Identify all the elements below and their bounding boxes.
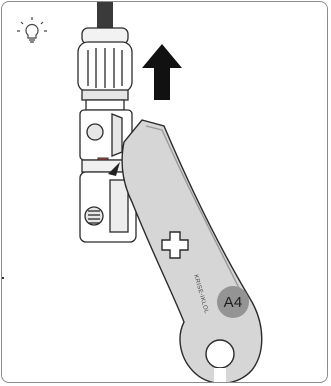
unlocking-tool: [122, 120, 262, 383]
connector-nut: [78, 28, 132, 100]
arrow-up-icon: [142, 44, 182, 100]
lightbulb-icon: [17, 17, 47, 42]
step-badge: A4: [217, 286, 249, 318]
cable: [97, 2, 113, 28]
illustration-frame: KRISE-IKLOL A4: [1, 1, 328, 383]
illustration-svg: [2, 2, 328, 383]
